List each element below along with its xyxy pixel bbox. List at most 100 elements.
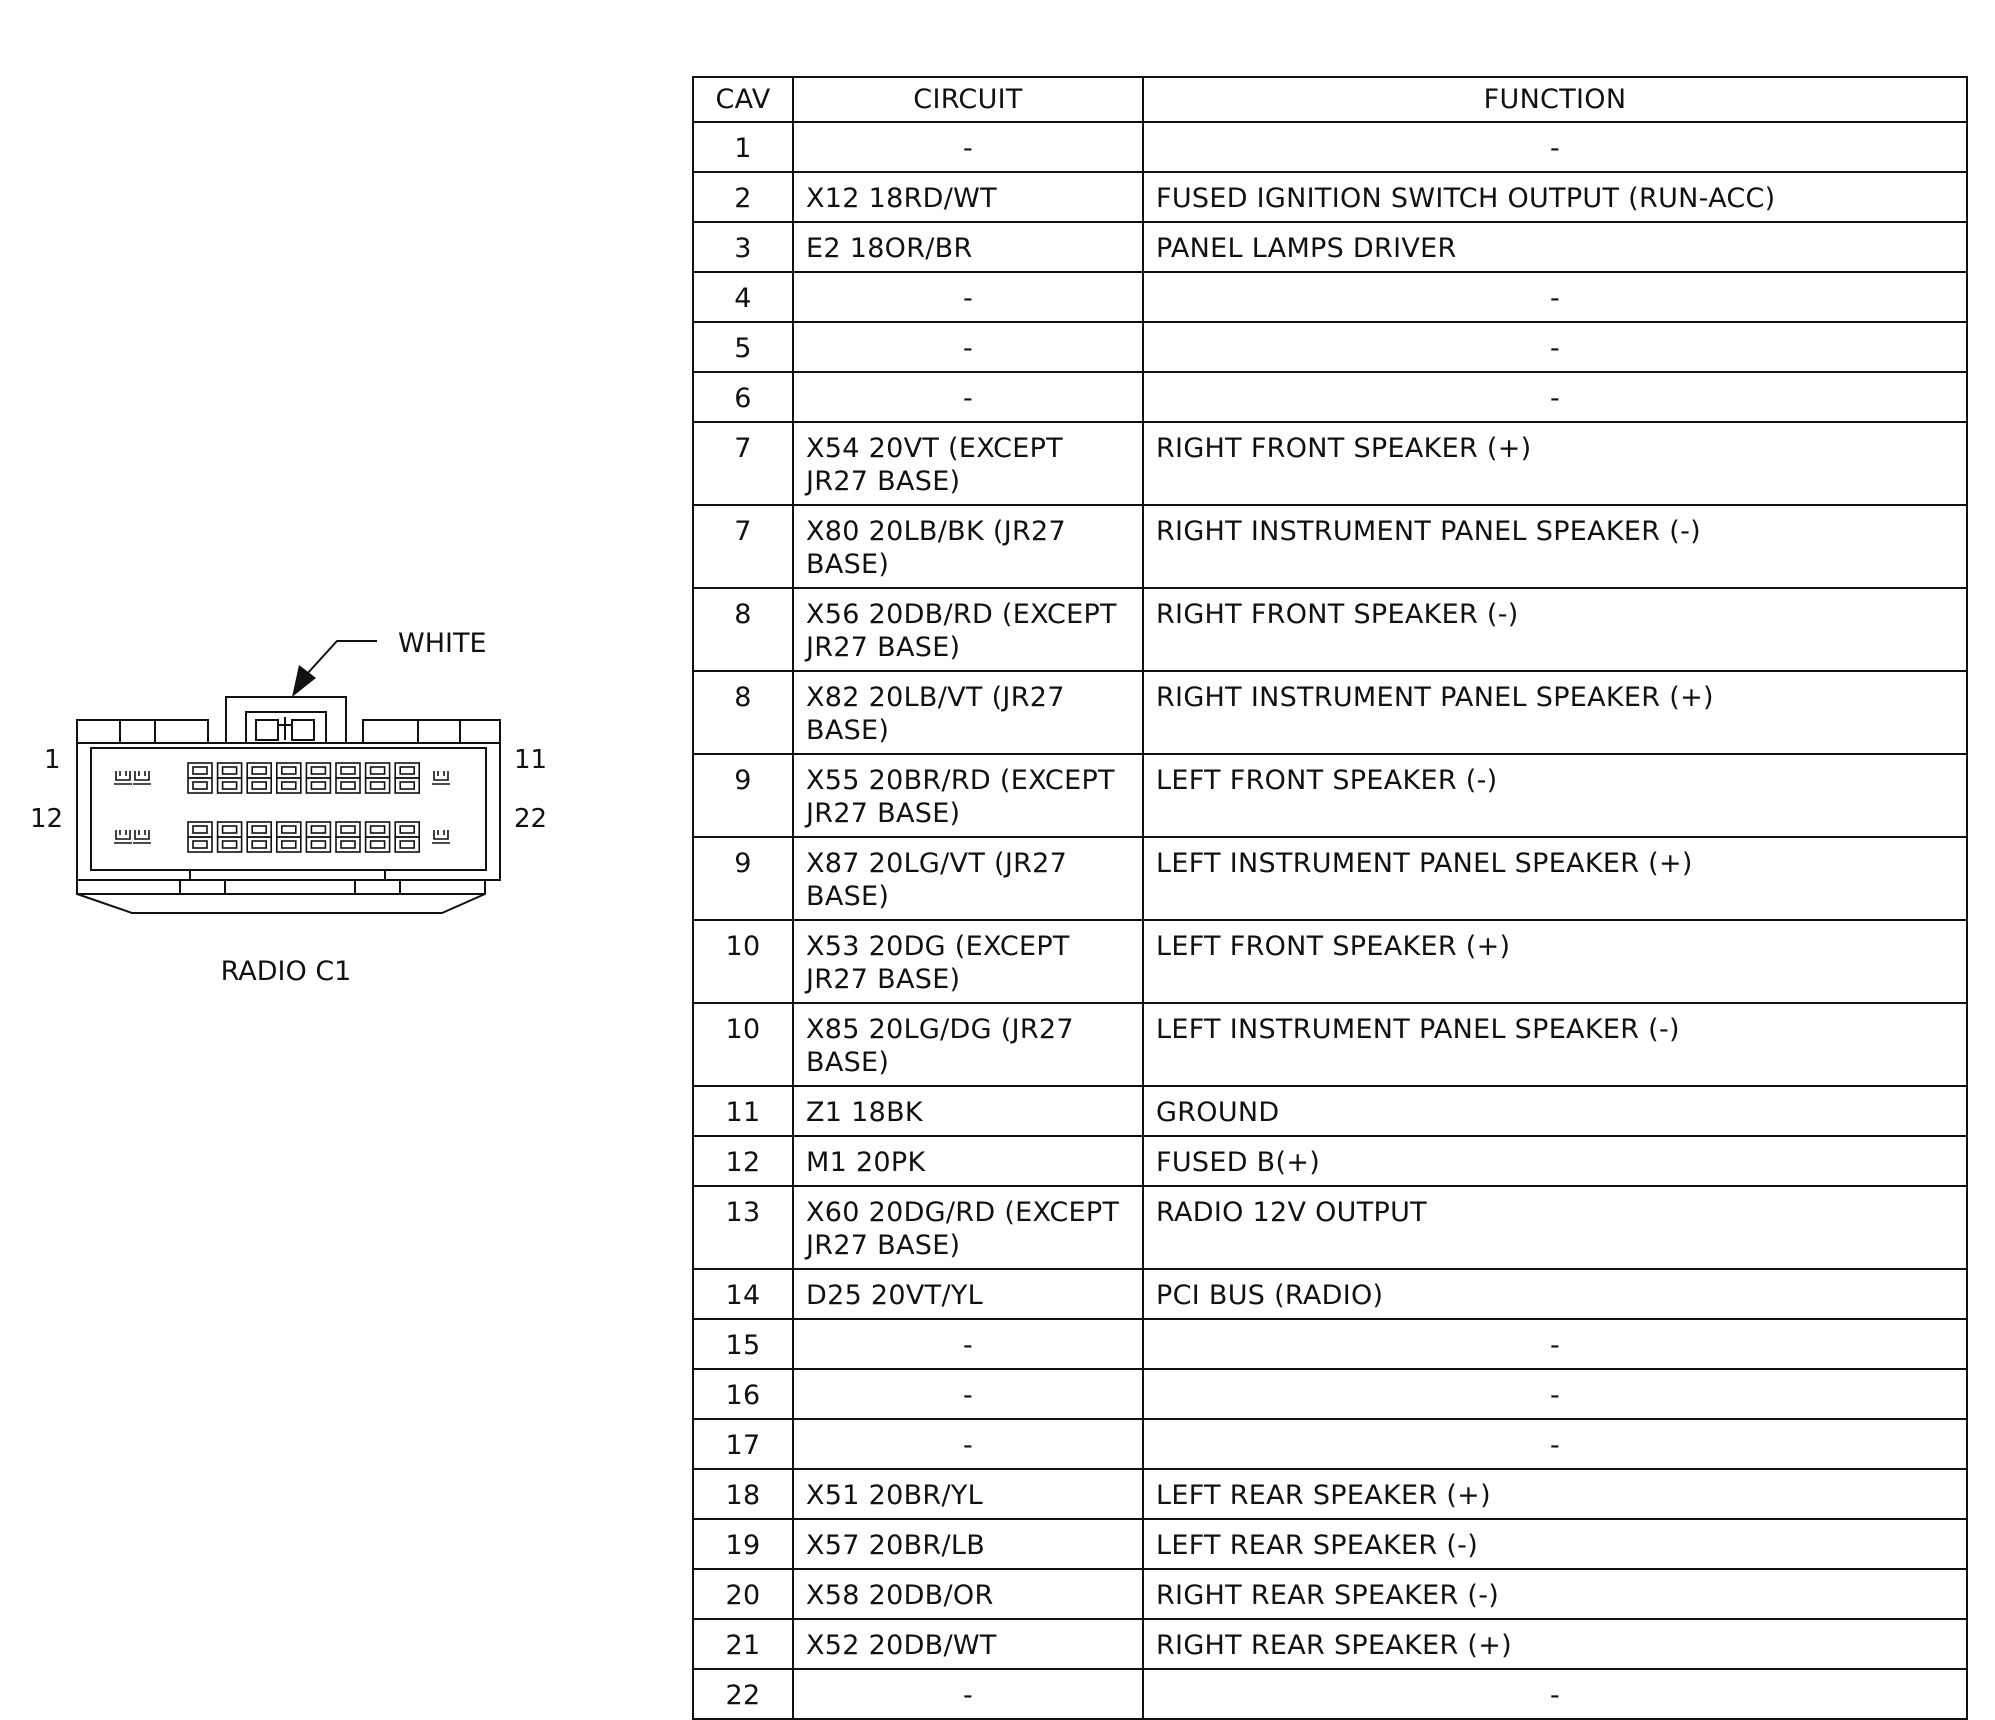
- terminal-cavity: [335, 762, 361, 794]
- cell-function: GROUND: [1142, 1085, 1968, 1137]
- table-row: 1--: [692, 121, 1968, 173]
- cell-function: LEFT INSTRUMENT PANEL SPEAKER (-): [1142, 1002, 1968, 1087]
- cell-cav: 10: [692, 919, 794, 1004]
- terminal-small: [114, 830, 132, 844]
- table-row: 4--: [692, 271, 1968, 323]
- cell-cav: 9: [692, 753, 794, 838]
- pin-label-1: 1: [44, 745, 61, 775]
- cell-circuit: -: [792, 1318, 1144, 1370]
- cell-circuit: -: [792, 121, 1144, 173]
- cell-circuit: E2 18OR/BR: [792, 221, 1144, 273]
- cell-circuit: X60 20DG/RD (EXCEPT JR27 BASE): [792, 1185, 1144, 1270]
- cell-cav: 2: [692, 171, 794, 223]
- terminal-cavity: [216, 821, 243, 853]
- cell-cav: 21: [692, 1618, 794, 1670]
- cell-function: -: [1142, 121, 1968, 173]
- cell-circuit: X56 20DB/RD (EXCEPT JR27 BASE): [792, 587, 1144, 672]
- cell-cav: 1: [692, 121, 794, 173]
- header-circuit: CIRCUIT: [792, 76, 1144, 123]
- table-header-row: CAV CIRCUIT FUNCTION: [692, 76, 1968, 123]
- terminal-small: [133, 771, 151, 785]
- cell-function: LEFT REAR SPEAKER (-): [1142, 1518, 1968, 1570]
- cell-function: -: [1142, 321, 1968, 373]
- table-row: 5--: [692, 321, 1968, 373]
- terminal-small: [114, 771, 132, 785]
- cell-cav: 7: [692, 421, 794, 506]
- cell-circuit: X53 20DG (EXCEPT JR27 BASE): [792, 919, 1144, 1004]
- cell-circuit: X12 18RD/WT: [792, 171, 1144, 223]
- cell-cav: 8: [692, 670, 794, 755]
- cell-cav: 19: [692, 1518, 794, 1570]
- cell-circuit: X52 20DB/WT: [792, 1618, 1144, 1670]
- cell-function: RIGHT FRONT SPEAKER (+): [1142, 421, 1968, 506]
- cell-cav: 12: [692, 1135, 794, 1187]
- cell-function: -: [1142, 1368, 1968, 1420]
- cell-function: PANEL LAMPS DRIVER: [1142, 221, 1968, 273]
- connector-diagram: WHITE 1 12 11 22 RADIO C1: [30, 628, 547, 987]
- table-row: 17--: [692, 1418, 1968, 1470]
- cell-circuit: X80 20LB/BK (JR27 BASE): [792, 504, 1144, 589]
- cell-circuit: Z1 18BK: [792, 1085, 1144, 1137]
- header-function: FUNCTION: [1142, 76, 1968, 123]
- terminal-cavity: [216, 762, 243, 794]
- table-row: 22--: [692, 1668, 1968, 1720]
- terminal-cavity: [364, 821, 391, 853]
- terminal-cavity: [335, 821, 361, 853]
- cell-cav: 3: [692, 221, 794, 273]
- cell-circuit: X57 20BR/LB: [792, 1518, 1144, 1570]
- terminal-small: [432, 771, 450, 785]
- cell-circuit: D25 20VT/YL: [792, 1268, 1144, 1320]
- cell-cav: 10: [692, 1002, 794, 1087]
- terminal-cavity: [187, 821, 213, 853]
- cell-function: -: [1142, 1318, 1968, 1370]
- terminal-cavity: [275, 821, 302, 853]
- terminal-small: [432, 830, 450, 844]
- terminal-cavity: [394, 821, 421, 853]
- cell-cav: 18: [692, 1468, 794, 1520]
- cell-cav: 16: [692, 1368, 794, 1420]
- table-row: 16--: [692, 1368, 1968, 1420]
- cell-circuit: X55 20BR/RD (EXCEPT JR27 BASE): [792, 753, 1144, 838]
- cell-cav: 15: [692, 1318, 794, 1370]
- table-row: 15--: [692, 1318, 1968, 1370]
- cell-function: LEFT FRONT SPEAKER (+): [1142, 919, 1968, 1004]
- terminal-cavity: [364, 762, 391, 794]
- cell-cav: 9: [692, 836, 794, 921]
- cell-circuit: X51 20BR/YL: [792, 1468, 1144, 1520]
- terminal-cavity: [305, 762, 332, 794]
- callout-arrowhead: [292, 665, 316, 697]
- cell-cav: 20: [692, 1568, 794, 1620]
- terminal-cavity: [246, 821, 272, 853]
- cell-circuit: -: [792, 1668, 1144, 1720]
- table-row: 6--: [692, 371, 1968, 423]
- connector-name: RADIO C1: [221, 956, 352, 987]
- cell-cav: 17: [692, 1418, 794, 1470]
- cell-circuit: -: [792, 371, 1144, 423]
- terminal-cavity: [394, 762, 421, 794]
- connector-cavity-face: [90, 747, 487, 871]
- cell-circuit: -: [792, 1368, 1144, 1420]
- cell-function: LEFT FRONT SPEAKER (-): [1142, 753, 1968, 838]
- cell-circuit: X58 20DB/OR: [792, 1568, 1144, 1620]
- cell-cav: 5: [692, 321, 794, 373]
- cell-circuit: X82 20LB/VT (JR27 BASE): [792, 670, 1144, 755]
- cell-function: RADIO 12V OUTPUT: [1142, 1185, 1968, 1270]
- cell-function: RIGHT INSTRUMENT PANEL SPEAKER (+): [1142, 670, 1968, 755]
- pin-label-22: 22: [514, 804, 547, 834]
